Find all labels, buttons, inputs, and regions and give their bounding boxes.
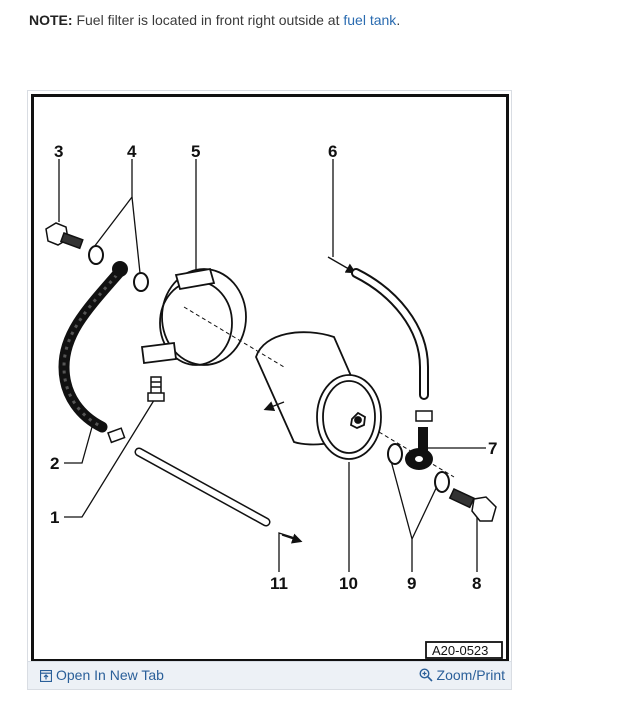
banjo-fitting-7 [405,427,433,470]
zoom-print-label: Zoom/Print [436,667,505,683]
callout-5: 5 [191,142,200,161]
fuel-line-11 [134,447,271,527]
callout-10: 10 [339,574,358,593]
figure-container: 3 4 5 6 7 2 1 11 10 9 8 A20-0523 [27,90,512,690]
fuel-hose [58,263,128,433]
fuel-filter-diagram[interactable]: 3 4 5 6 7 2 1 11 10 9 8 A20-0523 [31,94,509,662]
hose-fitting [112,261,128,277]
callout-4: 4 [127,142,137,161]
callout-1: 1 [50,508,59,527]
callout-8: 8 [472,574,481,593]
callout-11: 11 [270,574,288,593]
diagram-drawing: 3 4 5 6 7 2 1 11 10 9 8 A20-0523 [45,142,503,659]
callout-2: 2 [50,454,59,473]
leader-lines [58,159,486,572]
clamp-screw-1 [147,376,165,402]
note-text: Fuel filter is located in front right ou… [72,12,344,28]
open-new-tab-link[interactable]: Open In New Tab [39,667,164,683]
fuel-hose-texture [62,268,124,429]
open-new-tab-label: Open In New Tab [56,667,164,683]
fuel-filter-10 [255,331,382,460]
callout-labels: 3 4 5 6 7 2 1 11 10 9 8 [50,142,497,593]
zoom-print-link[interactable]: Zoom/Print [419,667,505,683]
filter-clamp-5 [140,267,247,366]
open-new-tab-icon [39,669,53,683]
fuel-tank-link[interactable]: fuel tank [343,12,397,28]
washer-9a [387,443,403,465]
banjo-bolt-8 [448,488,497,522]
hose-clamp-small [415,410,433,422]
note-label: NOTE: [29,12,73,28]
zoom-magnifier-icon [419,668,433,682]
figure-footer: Open In New Tab Zoom/Print [28,661,511,689]
callout-3: 3 [54,142,63,161]
banjo-bolt-3 [45,222,84,250]
washer-4b [133,272,149,292]
callout-7: 7 [488,439,497,458]
washer-9b [434,471,450,493]
washer-4a [88,245,104,265]
callout-9: 9 [407,574,416,593]
note-end: . [396,12,401,28]
hose-clip [107,427,126,444]
figure-code-box: A20-0523 [425,641,503,659]
figure-code: A20-0523 [432,643,488,658]
note-paragraph: NOTE: Fuel filter is located in front ri… [29,12,400,28]
return-hose-6 [351,268,429,400]
callout-6: 6 [328,142,337,161]
